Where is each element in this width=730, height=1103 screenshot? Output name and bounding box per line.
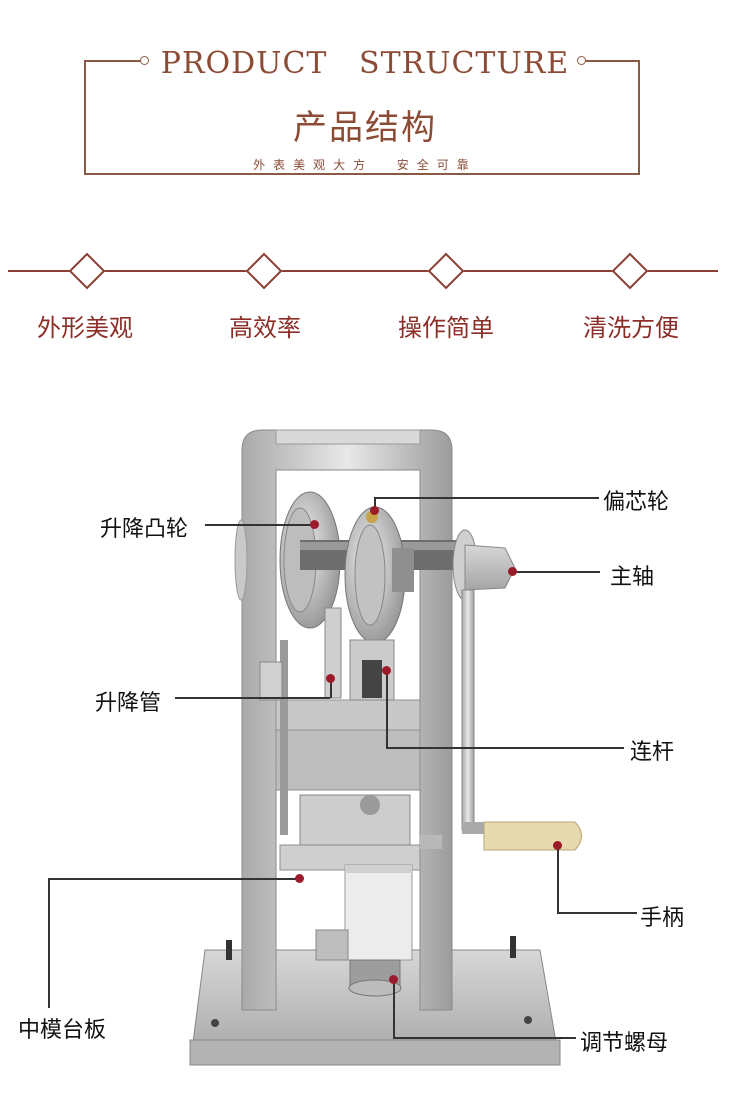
feature-divider-line xyxy=(8,270,718,272)
callout-dot-handle xyxy=(553,841,562,850)
callout-line-adjust-nut-vertical xyxy=(393,980,395,1038)
callout-line-adjust-nut xyxy=(393,1037,576,1039)
header-frame xyxy=(84,62,640,175)
callout-line-die-plate xyxy=(48,878,298,880)
callout-line-handle-vertical xyxy=(557,847,559,913)
callout-dot-cam xyxy=(310,520,319,529)
callout-dot-lift-tube xyxy=(326,674,335,683)
part-label-link-rod: 连杆 xyxy=(630,740,675,765)
callout-line-handle xyxy=(557,912,637,914)
callout-dot-link-rod xyxy=(382,666,391,675)
feature-label-appearance: 外形美观 xyxy=(37,314,133,342)
diamond-icon xyxy=(245,252,283,290)
callout-line-eccentric-drop xyxy=(374,497,376,509)
callout-line-lift-tube xyxy=(175,697,330,699)
callout-dot-die-plate xyxy=(295,874,304,883)
callout-line-cam xyxy=(205,524,313,526)
part-label-cam: 升降凸轮 xyxy=(100,517,189,542)
feature-label-easy-cleaning: 清洗方便 xyxy=(583,314,679,342)
callout-dot-eccentric xyxy=(370,506,379,515)
callout-line-link-rod-vertical xyxy=(386,672,388,748)
section-tagline: 外表美观大方 安全可靠 xyxy=(253,158,477,172)
feature-label-efficiency: 高效率 xyxy=(229,314,301,342)
ring-ornament-right xyxy=(577,56,586,65)
callout-line-link-rod xyxy=(386,747,624,749)
callout-dot-adjust-nut xyxy=(389,975,398,984)
callout-line-eccentric xyxy=(374,497,599,499)
callout-dot-spindle xyxy=(508,567,517,576)
part-label-adjust-nut: 调节螺母 xyxy=(580,1031,669,1056)
section-title-cn: 产品结构 xyxy=(293,108,437,148)
diamond-icon xyxy=(611,252,649,290)
part-label-eccentric: 偏芯轮 xyxy=(603,490,670,515)
header-frame-top-right xyxy=(582,60,640,62)
callout-line-spindle xyxy=(512,571,600,573)
callout-line-die-plate-vertical xyxy=(48,878,50,1008)
part-label-lift-tube: 升降管 xyxy=(95,691,162,716)
feature-label-simple-operation: 操作简单 xyxy=(398,314,494,342)
diamond-icon xyxy=(427,252,465,290)
section-title-en: PRODUCT STRUCTURE xyxy=(160,46,570,81)
part-label-die-plate: 中模台板 xyxy=(18,1018,107,1043)
callout-line-lift-tube-rise xyxy=(330,680,332,698)
header-frame-top-left xyxy=(84,60,144,62)
diamond-icon xyxy=(68,252,106,290)
ring-ornament-left xyxy=(140,56,149,65)
part-label-handle: 手柄 xyxy=(640,906,685,931)
part-label-spindle: 主轴 xyxy=(610,565,655,590)
tablet-press-machine-image xyxy=(189,429,582,1066)
